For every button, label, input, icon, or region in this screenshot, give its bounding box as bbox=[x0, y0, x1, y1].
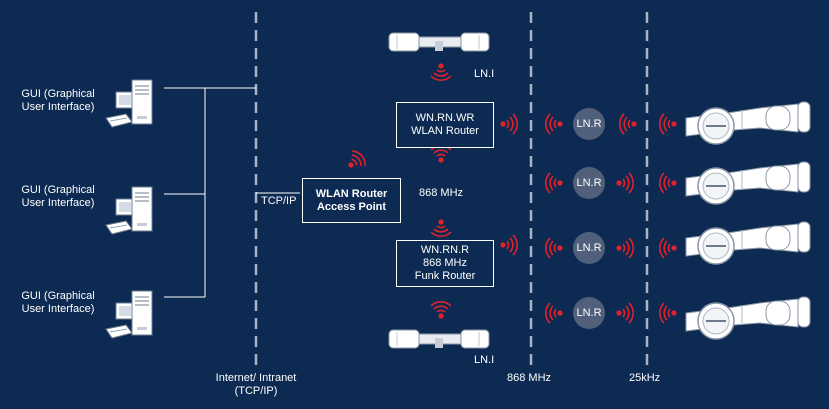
radio-signal-icon bbox=[615, 302, 635, 324]
frequency-label: 868 MHz bbox=[419, 187, 464, 199]
radio-signal-icon bbox=[430, 144, 452, 164]
gui-label: GUI (Graphical User Interface) bbox=[21, 184, 95, 209]
gui-label: GUI (Graphical User Interface) bbox=[21, 290, 95, 315]
radio-signal-icon bbox=[544, 302, 564, 324]
radio-signal-icon bbox=[499, 113, 519, 135]
ln-i-label: LN.I bbox=[474, 354, 495, 366]
ln-r-node: LN.R bbox=[573, 297, 605, 329]
radio-signal-icon bbox=[615, 237, 635, 259]
radio-signal-icon bbox=[430, 62, 452, 82]
radio-signal-icon bbox=[430, 218, 452, 238]
ln-r-node: LN.R bbox=[573, 232, 605, 264]
radio-signal-icon bbox=[618, 113, 638, 135]
door-lock-icon bbox=[685, 221, 811, 265]
radio-signal-icon bbox=[544, 237, 564, 259]
computer-icon bbox=[105, 79, 153, 128]
ln-r-node: LN.R bbox=[573, 167, 605, 199]
lock-cylinder-icon bbox=[388, 32, 490, 52]
frequency-25khz-label: 25kHz bbox=[629, 372, 661, 384]
ln-i-label: LN.I bbox=[474, 68, 495, 80]
connection-lines bbox=[164, 87, 300, 298]
computer-icon bbox=[105, 290, 153, 339]
door-lock-icon bbox=[685, 101, 811, 145]
lock-cylinder-icon bbox=[388, 329, 490, 349]
frequency-868-label: 868 MHz bbox=[507, 372, 552, 384]
wlan-access-point-box: WLAN Router Access Point bbox=[302, 178, 401, 223]
radio-signal-icon bbox=[499, 234, 519, 256]
door-lock-icon bbox=[685, 161, 811, 205]
radio-signal-icon bbox=[341, 147, 370, 176]
radio-signal-icon bbox=[658, 302, 678, 324]
internet-intranet-label: Internet/ Intranet (TCP/IP) bbox=[215, 372, 297, 397]
radio-signal-icon bbox=[658, 113, 678, 135]
radio-signal-icon bbox=[615, 172, 635, 194]
computer-icon bbox=[105, 186, 153, 235]
radio-signal-icon bbox=[430, 300, 452, 320]
funk-router-box: WN.RN.R 868 MHz Funk Router bbox=[396, 240, 494, 287]
radio-signal-icon bbox=[658, 237, 678, 259]
door-lock-icon bbox=[685, 296, 811, 340]
gui-label: GUI (Graphical User Interface) bbox=[21, 88, 95, 113]
radio-signal-icon bbox=[544, 172, 564, 194]
radio-signal-icon bbox=[658, 172, 678, 194]
wlan-router-box: WN.RN.WR WLAN Router bbox=[396, 102, 494, 148]
radio-signal-icon bbox=[544, 113, 564, 135]
ln-r-node: LN.R bbox=[573, 108, 605, 140]
tcpip-label: TCP/IP bbox=[261, 195, 297, 207]
